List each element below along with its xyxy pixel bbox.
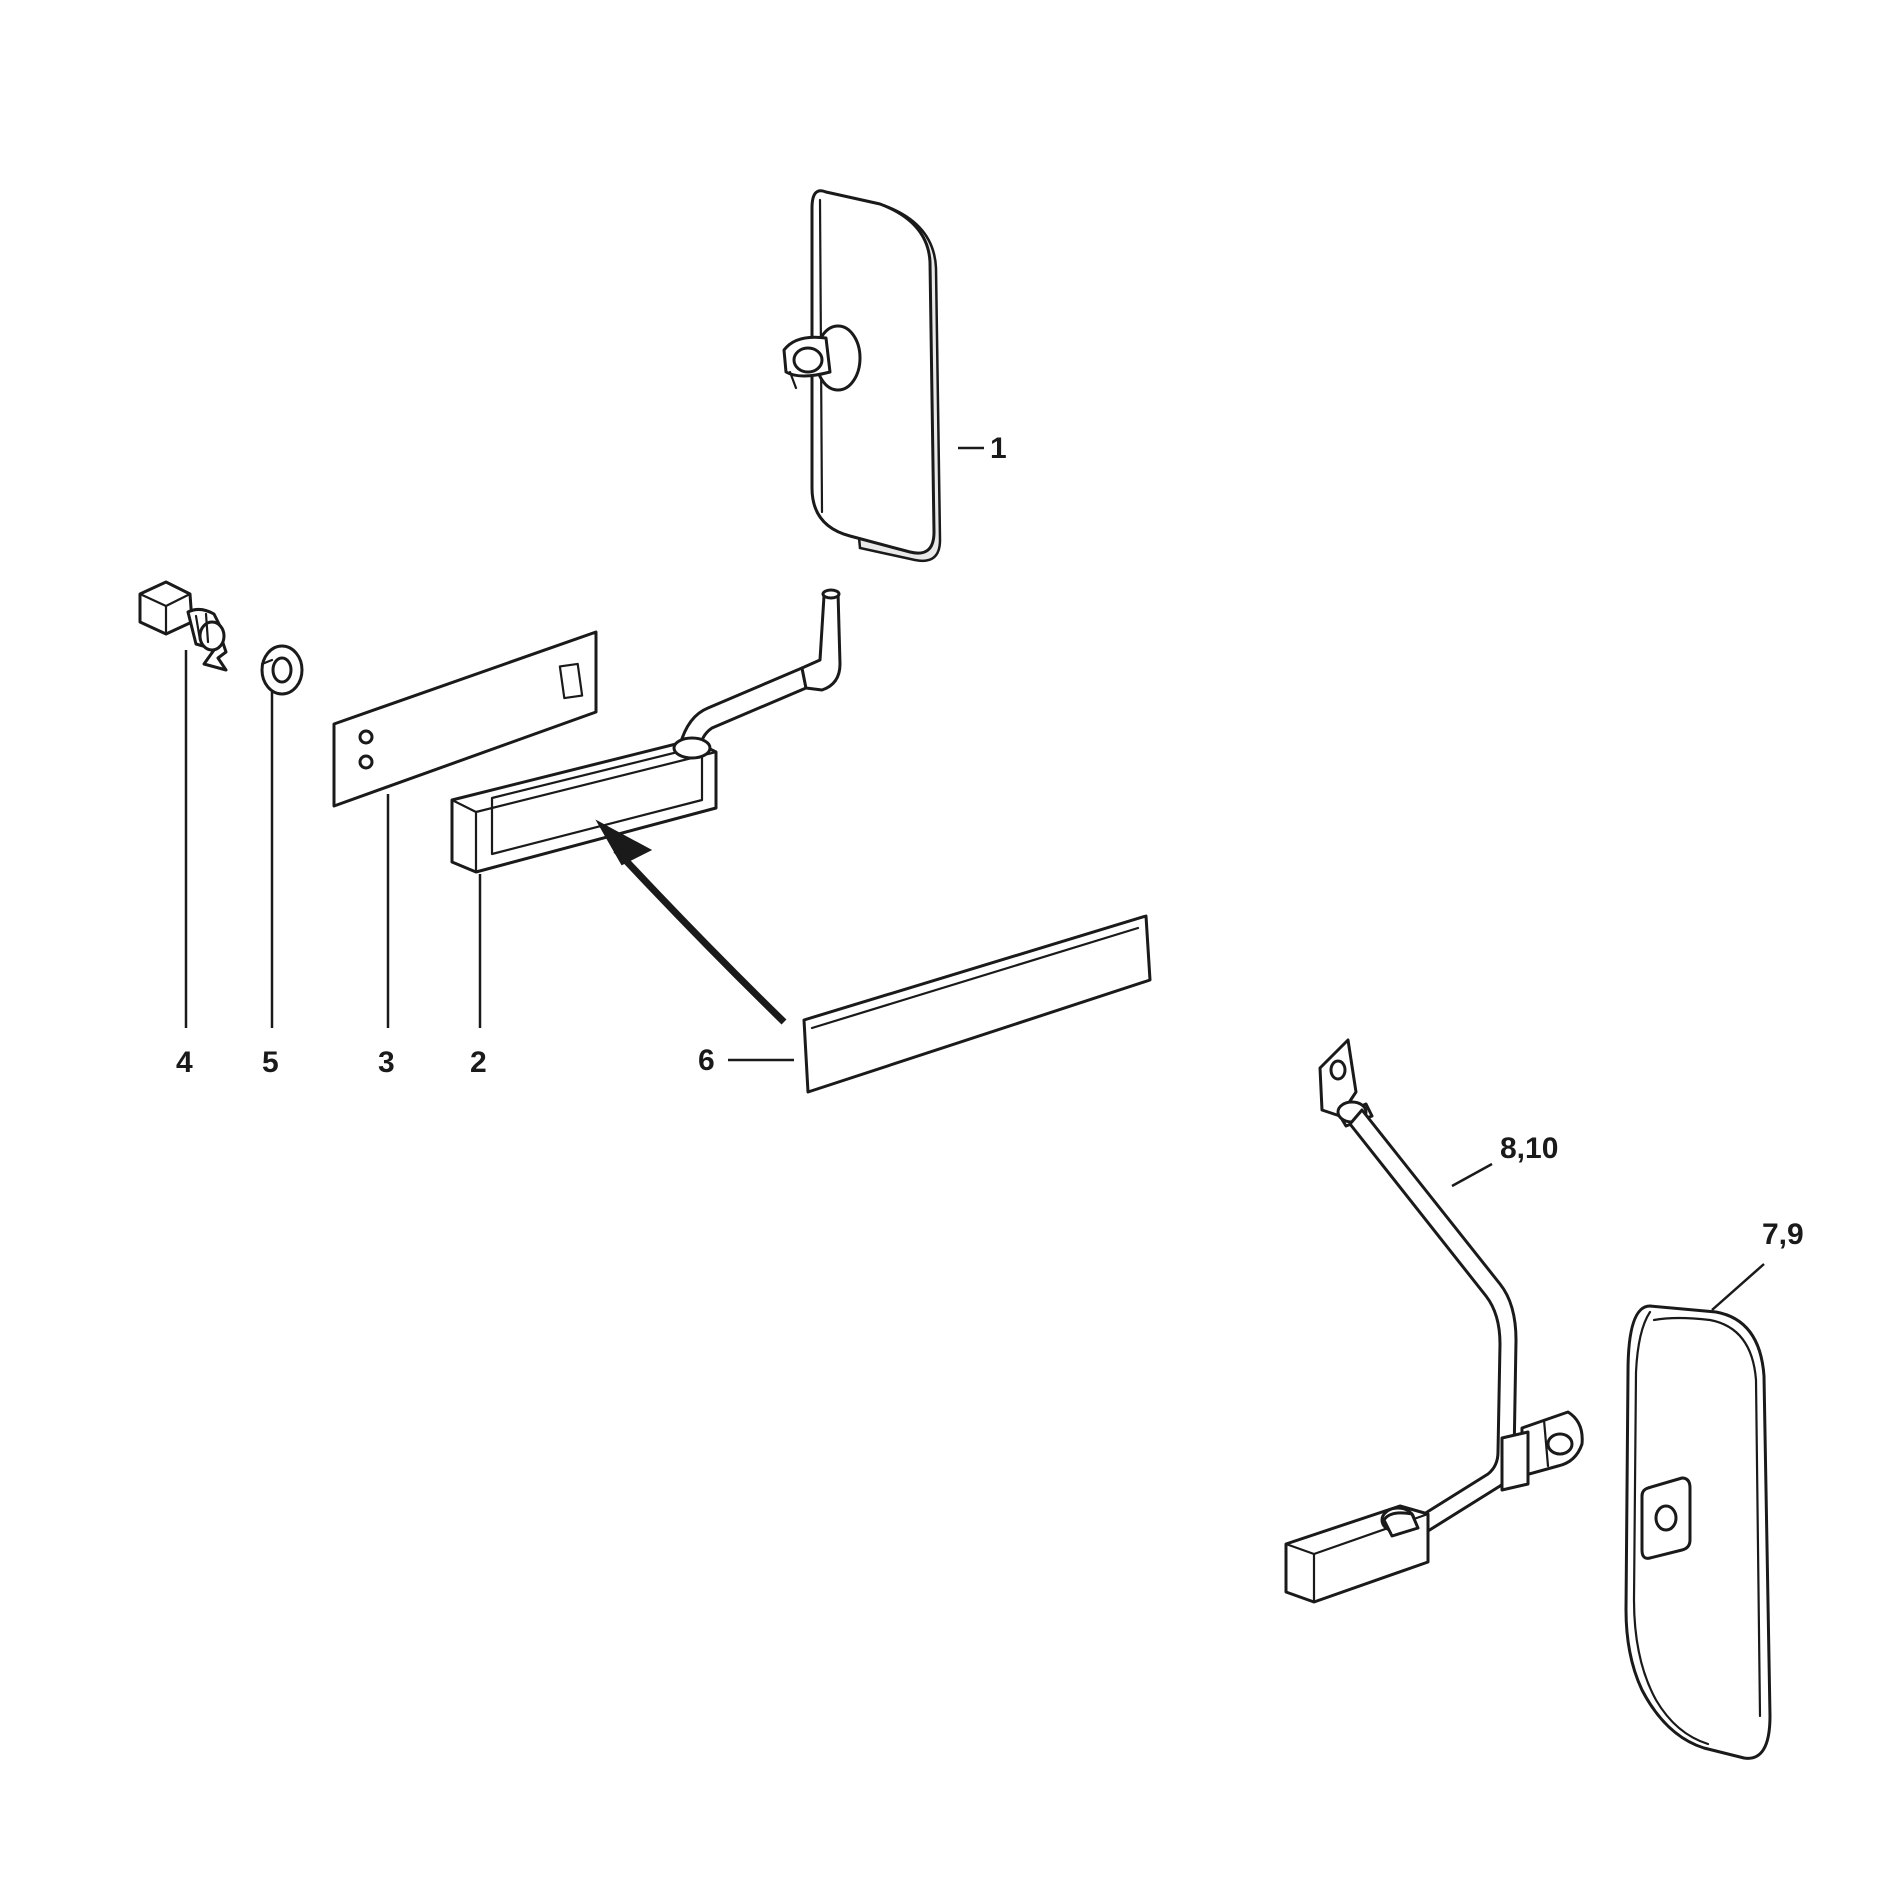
callout-labels: 1 4 5 3 2 6 8,10 7,9 bbox=[176, 432, 1804, 1251]
callout-1: 1 bbox=[990, 432, 1007, 465]
callout-4: 4 bbox=[176, 1046, 193, 1079]
oval-mirror-mount-plate bbox=[1640, 1476, 1692, 1560]
adhesive-strip-part-6 bbox=[802, 914, 1152, 1094]
mounting-plate-part-3 bbox=[332, 630, 598, 808]
mirror-head-part-1 bbox=[782, 189, 942, 563]
arm-clamp-block bbox=[1500, 1410, 1584, 1492]
leader-lines bbox=[184, 446, 1765, 1311]
oval-mirror-part-7-9 bbox=[1624, 1304, 1772, 1760]
leader-7-9 bbox=[1711, 1263, 1765, 1311]
mirror-ball-clamp bbox=[782, 324, 862, 392]
direction-arrow bbox=[595, 819, 787, 1025]
tubular-arm-part-8-10 bbox=[1284, 1038, 1584, 1604]
callout-5: 5 bbox=[262, 1046, 279, 1079]
leader-8-10 bbox=[1451, 1162, 1493, 1188]
mirror-arm-bracket-part-2 bbox=[450, 588, 842, 874]
callout-2: 2 bbox=[470, 1046, 487, 1079]
callout-8-10: 8,10 bbox=[1500, 1132, 1558, 1165]
callout-6: 6 bbox=[698, 1044, 715, 1077]
lock-washer-part-5 bbox=[260, 644, 304, 696]
hex-bolt-part-4 bbox=[138, 580, 228, 672]
callout-7-9: 7,9 bbox=[1762, 1218, 1804, 1251]
arm-base-block bbox=[1284, 1504, 1430, 1604]
callout-3: 3 bbox=[378, 1046, 395, 1079]
